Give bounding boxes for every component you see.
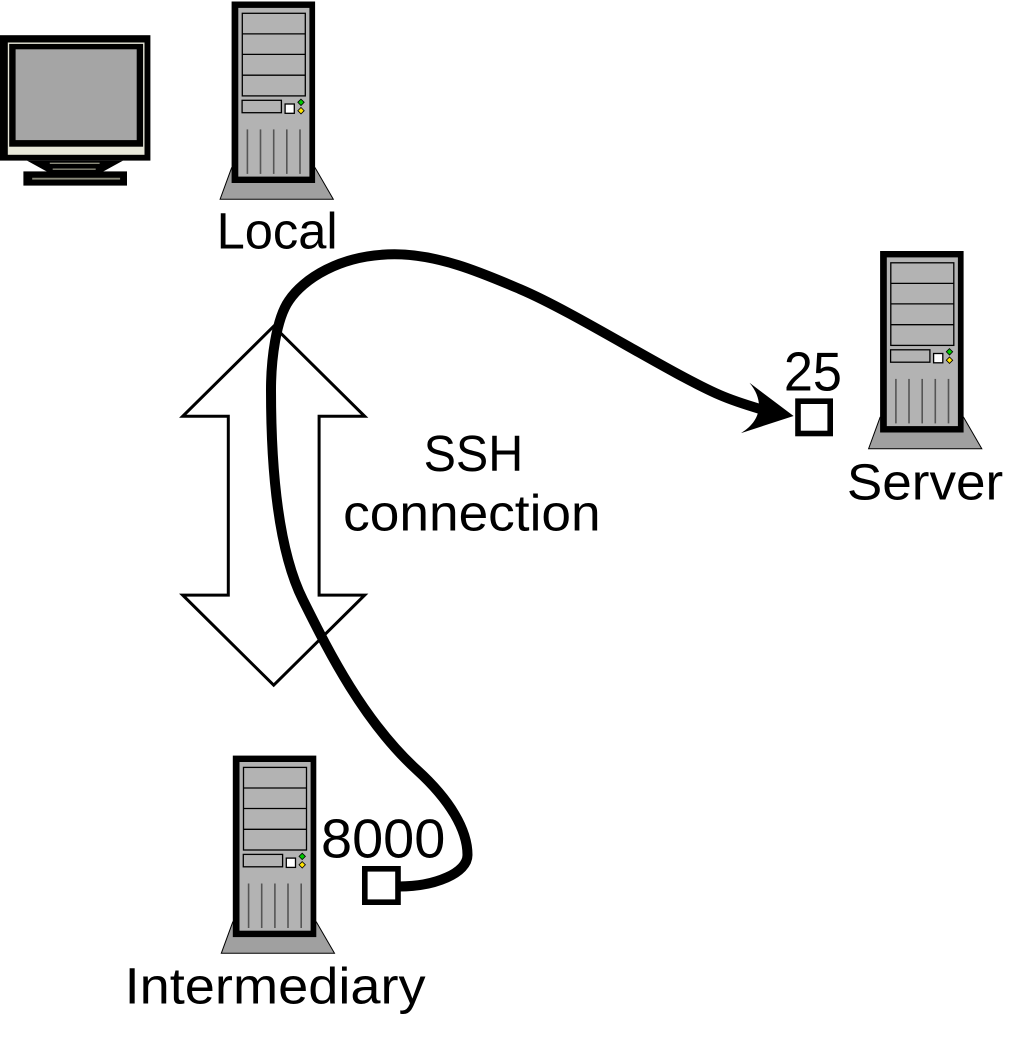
svg-text:25: 25 bbox=[784, 342, 842, 403]
svg-text:Local: Local bbox=[217, 202, 338, 259]
svg-text:connection: connection bbox=[343, 484, 600, 541]
svg-text:Server: Server bbox=[847, 454, 1003, 511]
svg-text:SSH: SSH bbox=[424, 425, 524, 482]
svg-text:Intermediary: Intermediary bbox=[125, 958, 427, 1015]
svg-text:8000: 8000 bbox=[321, 808, 445, 869]
